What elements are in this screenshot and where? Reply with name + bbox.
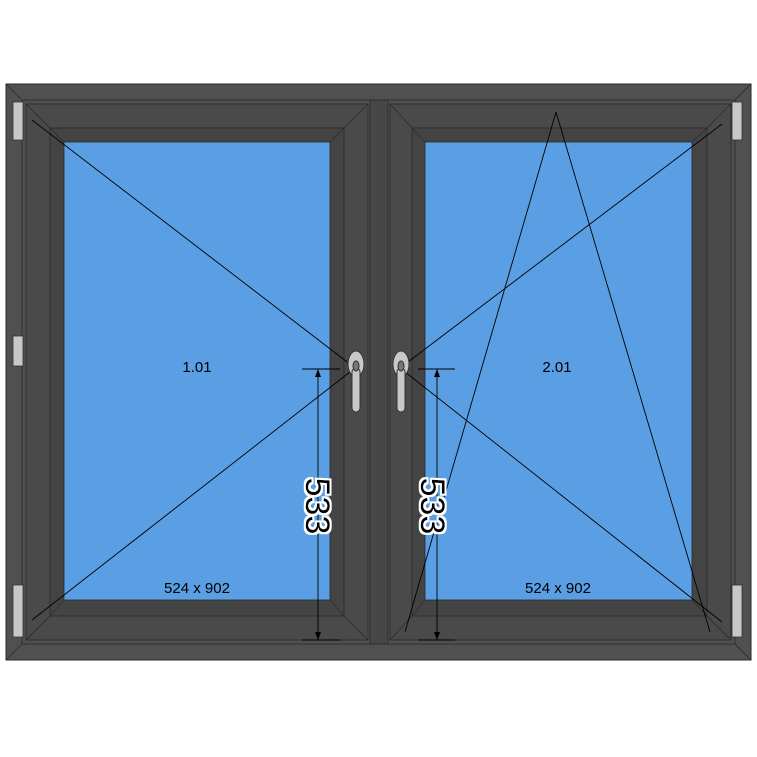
hinge-icon [12, 335, 24, 367]
sash-size-label: 524 x 902 [164, 580, 230, 597]
sash-left [25, 103, 369, 641]
sash-size-label: 524 x 902 [525, 580, 591, 597]
hinge-icon [731, 101, 743, 141]
hinges [12, 101, 743, 638]
glass-pane-right [424, 141, 693, 601]
handle-right [392, 350, 410, 413]
handle-height-dimension: 533 [298, 478, 336, 535]
hinge-icon [731, 584, 743, 638]
opening-lines-right [399, 111, 723, 633]
handle-left [347, 350, 365, 413]
glass-pane-left [63, 141, 331, 601]
dimension-line-left [302, 368, 340, 641]
hinge-icon [12, 101, 24, 141]
sash-right [389, 103, 732, 641]
sash-id-label: 2.01 [542, 359, 571, 376]
opening-lines-left [31, 119, 356, 621]
dimension-line-right [418, 368, 455, 641]
handle-height-dimension: 533 [413, 478, 451, 535]
sash-id-label: 1.01 [182, 359, 211, 376]
center-mullion [369, 99, 389, 645]
hinge-icon [12, 584, 24, 638]
